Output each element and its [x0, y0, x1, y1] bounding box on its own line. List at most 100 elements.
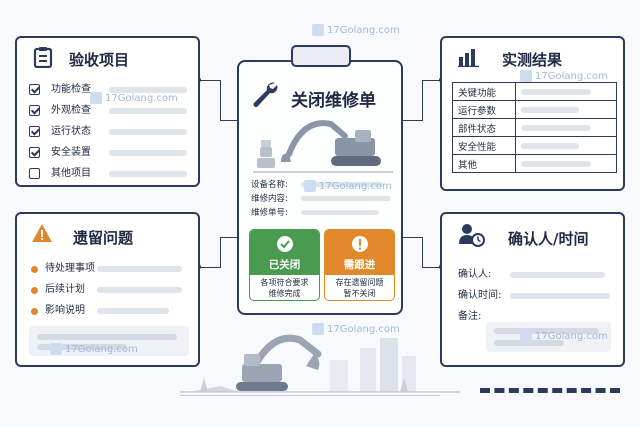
followup-status-label: 需跟进 [343, 259, 376, 271]
results-row-value [515, 136, 617, 155]
watermark: 17Golang.com [50, 343, 138, 355]
acceptance-item-label: 外观检查 [51, 105, 91, 116]
results-row-label: 安全性能 [452, 136, 516, 155]
watermark: 17Golang.com [304, 180, 392, 192]
acceptance-item-label: 其他项目 [51, 168, 91, 179]
placeholder-bar [109, 108, 187, 114]
placeholder-bar [109, 171, 187, 177]
placeholder-bar [37, 334, 177, 340]
user-clock-icon [459, 224, 485, 247]
placeholder-bar [109, 129, 187, 135]
placeholder-bar [109, 150, 187, 156]
closed-status-label: 已关闭 [268, 259, 301, 271]
acceptance-card: 验收项目 功能检查外观检查运行状态安全装置其他项目 [15, 36, 200, 187]
watermark: 17Golang.com [520, 70, 608, 82]
checkbox-checked[interactable] [29, 147, 40, 158]
bullet-dot [31, 287, 38, 294]
placeholder-bar [109, 87, 187, 93]
work-order-title: 关闭维修单 [291, 91, 376, 111]
placeholder-bar [301, 210, 379, 215]
clipboard-clip [291, 45, 351, 67]
followup-status-card: 需跟进 存在遗留问题 暂不关闭 [324, 229, 395, 301]
bullet-dot [31, 266, 38, 273]
acceptance-item-label: 功能检查 [51, 84, 91, 95]
results-title: 实测结果 [502, 51, 563, 69]
connector-issues [198, 237, 221, 268]
watermark: 17Golang.com [520, 330, 608, 342]
results-row-value [515, 82, 617, 101]
exclamation-circle-icon [352, 236, 368, 252]
acceptance-title: 验收项目 [69, 51, 130, 69]
results-card: 实测结果 关键功能运行参数部件状态安全性能其他 [440, 36, 625, 191]
confirm-field-label: 确认人: [458, 269, 492, 280]
closed-status-desc-2: 维修完成 [268, 289, 301, 298]
placeholder-bar [510, 293, 610, 299]
results-row-value [515, 154, 617, 173]
watermark: 17Golang.com [90, 92, 178, 104]
connector-results [422, 80, 443, 121]
road-dashed-line [480, 388, 620, 393]
results-row-label: 关键功能 [452, 82, 516, 101]
placeholder-bar [97, 266, 182, 272]
placeholder-bar [521, 160, 591, 167]
results-row-label: 部件状态 [452, 118, 516, 137]
closed-status-desc-1: 各项符合要求 [260, 278, 309, 287]
results-row: 部件状态 [452, 118, 617, 137]
placeholder-bar [510, 272, 605, 278]
issues-title: 遗留问题 [73, 229, 134, 247]
clipboard-icon [33, 47, 53, 68]
work-order-field-label: 维修单号: [251, 208, 288, 218]
connector-acceptance [198, 80, 221, 121]
followup-status-desc-1: 存在遗留问题 [335, 278, 384, 287]
placeholder-bar [494, 340, 564, 346]
excavator-icon [253, 120, 393, 173]
bar-chart-icon [458, 49, 479, 67]
placeholder-bar [521, 88, 591, 95]
connector-results-b [403, 120, 422, 121]
confirm-card: 确认人/时间 确认人: 确认时间: 备注: [440, 212, 625, 367]
watermark: 17Golang.com [312, 323, 400, 335]
placeholder-bar [37, 344, 127, 350]
confirm-title: 确认人/时间 [508, 230, 589, 248]
followup-status-desc-2: 暂不关闭 [343, 289, 376, 298]
checkbox-unchecked[interactable] [29, 168, 40, 179]
connector-confirm-b [403, 237, 422, 238]
results-row: 运行参数 [452, 100, 617, 119]
results-row-value [515, 118, 617, 137]
checkbox-checked[interactable] [29, 84, 40, 95]
placeholder-bar [301, 182, 383, 187]
results-row-label: 运行参数 [452, 100, 516, 119]
connector-confirm [422, 237, 443, 268]
placeholder-bar [521, 142, 579, 149]
work-order-field-label: 维修内容: [251, 194, 288, 204]
road-line [180, 395, 440, 396]
placeholder-bar [301, 196, 391, 201]
placeholder-bar [494, 328, 599, 334]
placeholder-bar [97, 308, 169, 314]
confirm-field-label: 确认时间: [458, 290, 502, 301]
connector-issues-b [220, 237, 238, 238]
watermark: 17Golang.com [312, 24, 400, 36]
check-circle-icon [277, 236, 293, 252]
issue-item-label: 后续计划 [45, 284, 85, 295]
confirm-note-box [486, 322, 611, 352]
placeholder-bar [521, 106, 579, 113]
results-row: 关键功能 [452, 82, 617, 101]
wrench-icon [253, 82, 278, 107]
checkbox-checked[interactable] [29, 126, 40, 137]
connector-acceptance-b [220, 120, 238, 121]
warning-icon [32, 224, 52, 242]
results-table: 关键功能运行参数部件状态安全性能其他 [452, 82, 617, 173]
placeholder-bar [97, 287, 182, 293]
bullet-dot [31, 308, 38, 315]
results-row: 其他 [452, 154, 617, 173]
confirm-field-label: 备注: [458, 311, 482, 322]
placeholder-bar [521, 124, 591, 131]
closed-status-card: 已关闭 各项符合要求 维修完成 [249, 229, 320, 301]
issue-item-label: 影响说明 [45, 305, 85, 316]
results-row: 安全性能 [452, 136, 617, 155]
issue-item-label: 待处理事项 [45, 263, 95, 274]
acceptance-item-label: 安全装置 [51, 147, 91, 158]
checkbox-checked[interactable] [29, 105, 40, 116]
construction-scene-illustration [180, 334, 460, 393]
